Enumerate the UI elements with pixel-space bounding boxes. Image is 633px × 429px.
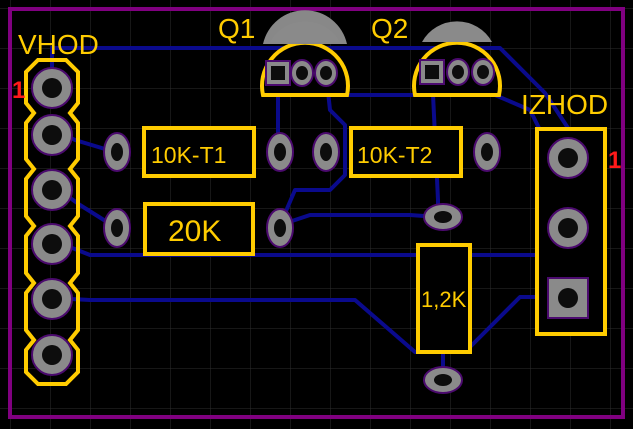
vhod-header: [24, 58, 80, 386]
vhod-pad-4[interactable]: [31, 223, 73, 265]
vhod-label: VHOD: [18, 29, 99, 60]
r10k-t1-silkscreen: [142, 126, 256, 178]
resistor-20k: [103, 202, 294, 256]
izhod-pad-1[interactable]: [547, 137, 589, 179]
q1-pad-1-hole: [271, 66, 285, 80]
r10k-t2-label: 10K-T2: [357, 142, 432, 168]
q2-top-fill: [422, 21, 492, 42]
q2-pad-1-hole: [425, 65, 439, 79]
r20k-label: 20K: [168, 215, 221, 248]
izhod-label: IZHOD: [521, 89, 608, 120]
r1-2k-silkscreen: [416, 243, 472, 354]
r10k-t1-label: 10K-T1: [151, 142, 226, 168]
izhod-pad-2[interactable]: [547, 207, 589, 249]
q2-label: Q2: [371, 13, 408, 44]
r10k-t2-silkscreen: [349, 126, 463, 178]
izhod-header: [535, 127, 607, 336]
q1-pad-1[interactable]: [265, 60, 291, 86]
r20k-pad-left[interactable]: [103, 208, 131, 248]
q2-pad-3[interactable]: [471, 58, 495, 86]
vhod-pad-5[interactable]: [31, 278, 73, 320]
resistor-10k-t2: [312, 126, 501, 178]
q1-pad-3[interactable]: [314, 59, 338, 87]
vhod-pin1-marker: 1: [12, 77, 25, 104]
q2-pad-2[interactable]: [446, 58, 470, 86]
board-outline: [8, 7, 625, 419]
resistor-10k-t1: [103, 126, 294, 178]
r10k-t1-pad-right[interactable]: [266, 132, 294, 172]
r20k-pad-right[interactable]: [266, 208, 294, 248]
q2-transistor: [412, 21, 502, 97]
q2-pad-1[interactable]: [419, 59, 445, 85]
r10k-t1-pad-left[interactable]: [103, 132, 131, 172]
trace-q1-emitter: [278, 71, 347, 227]
r20k-silkscreen: [143, 202, 255, 256]
vhod-pad-6[interactable]: [31, 334, 73, 376]
trace-1-2k-bottom: [50, 295, 570, 354]
vhod-silkscreen-outline: [24, 58, 80, 386]
vhod-pad-1[interactable]: [31, 67, 73, 109]
r1-2k-pad-top[interactable]: [423, 203, 463, 231]
r10k-t2-pad-right[interactable]: [473, 132, 501, 172]
izhod-pin1-marker: 1: [608, 147, 621, 174]
r1-2k-label: 1,2K: [421, 287, 467, 312]
izhod-pad-3[interactable]: [547, 277, 589, 319]
q1-label: Q1: [218, 13, 255, 44]
r10k-t2-pad-left[interactable]: [312, 132, 340, 172]
r1-2k-pad-bottom[interactable]: [423, 366, 463, 394]
vhod-pad-3[interactable]: [31, 169, 73, 211]
vhod-pad-2[interactable]: [31, 114, 73, 156]
q1-pad-2[interactable]: [290, 59, 314, 87]
resistor-1-2k: [416, 203, 472, 394]
q1-top-fill: [270, 21, 340, 42]
q1-transistor: [260, 10, 350, 97]
